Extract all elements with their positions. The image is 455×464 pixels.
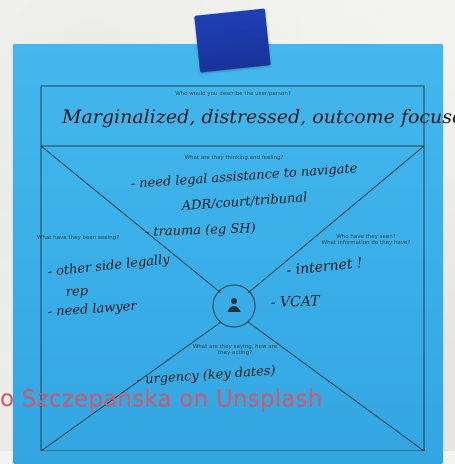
diagonal-bl [40,321,222,451]
empathy-map-drawing: Who would you describe the user/person? … [37,85,455,451]
note-right-1: - internet ! [286,255,364,279]
prompt-bottom-2: they acting? [218,350,252,356]
note-top: Marginalized, distressed, outcome focuse… [61,106,455,128]
prompt-right-2: What information do they have? [322,240,411,246]
prompt-right-1: Who have they seen? [336,234,395,240]
photo-credit: o Szczepanska on Unsplash [0,386,323,412]
prompt-center: What are they thinking and feeling? [185,155,284,161]
prompt-left: What have they been seeing? [37,235,119,241]
diagonal-tr [247,145,425,294]
note-left-3: - need lawyer [47,299,138,320]
prompt-bottom-1: What are they saying, how are [193,344,278,350]
note-left-2: rep [65,284,89,300]
empathy-map-frame [40,85,425,451]
note-left-1: - other side legally [47,252,171,280]
diagonal-br [247,321,425,451]
center-circle [212,284,256,328]
prompt-title: Who would you describe the user/person? [175,91,291,97]
note-mid-2: ADR/court/tribunal [180,190,308,214]
blue-tape [194,8,271,73]
note-mid-1: - need legal assistance to navigate [130,161,358,192]
user-icon [227,298,241,312]
note-bottom-1: - urgency (key dates) [136,363,276,388]
empathy-map-paper [13,44,443,464]
note-right-2: - VCAT [271,293,322,311]
note-mid-3: - trauma (eg SH) [145,221,256,240]
diagonal-tl [40,145,222,294]
